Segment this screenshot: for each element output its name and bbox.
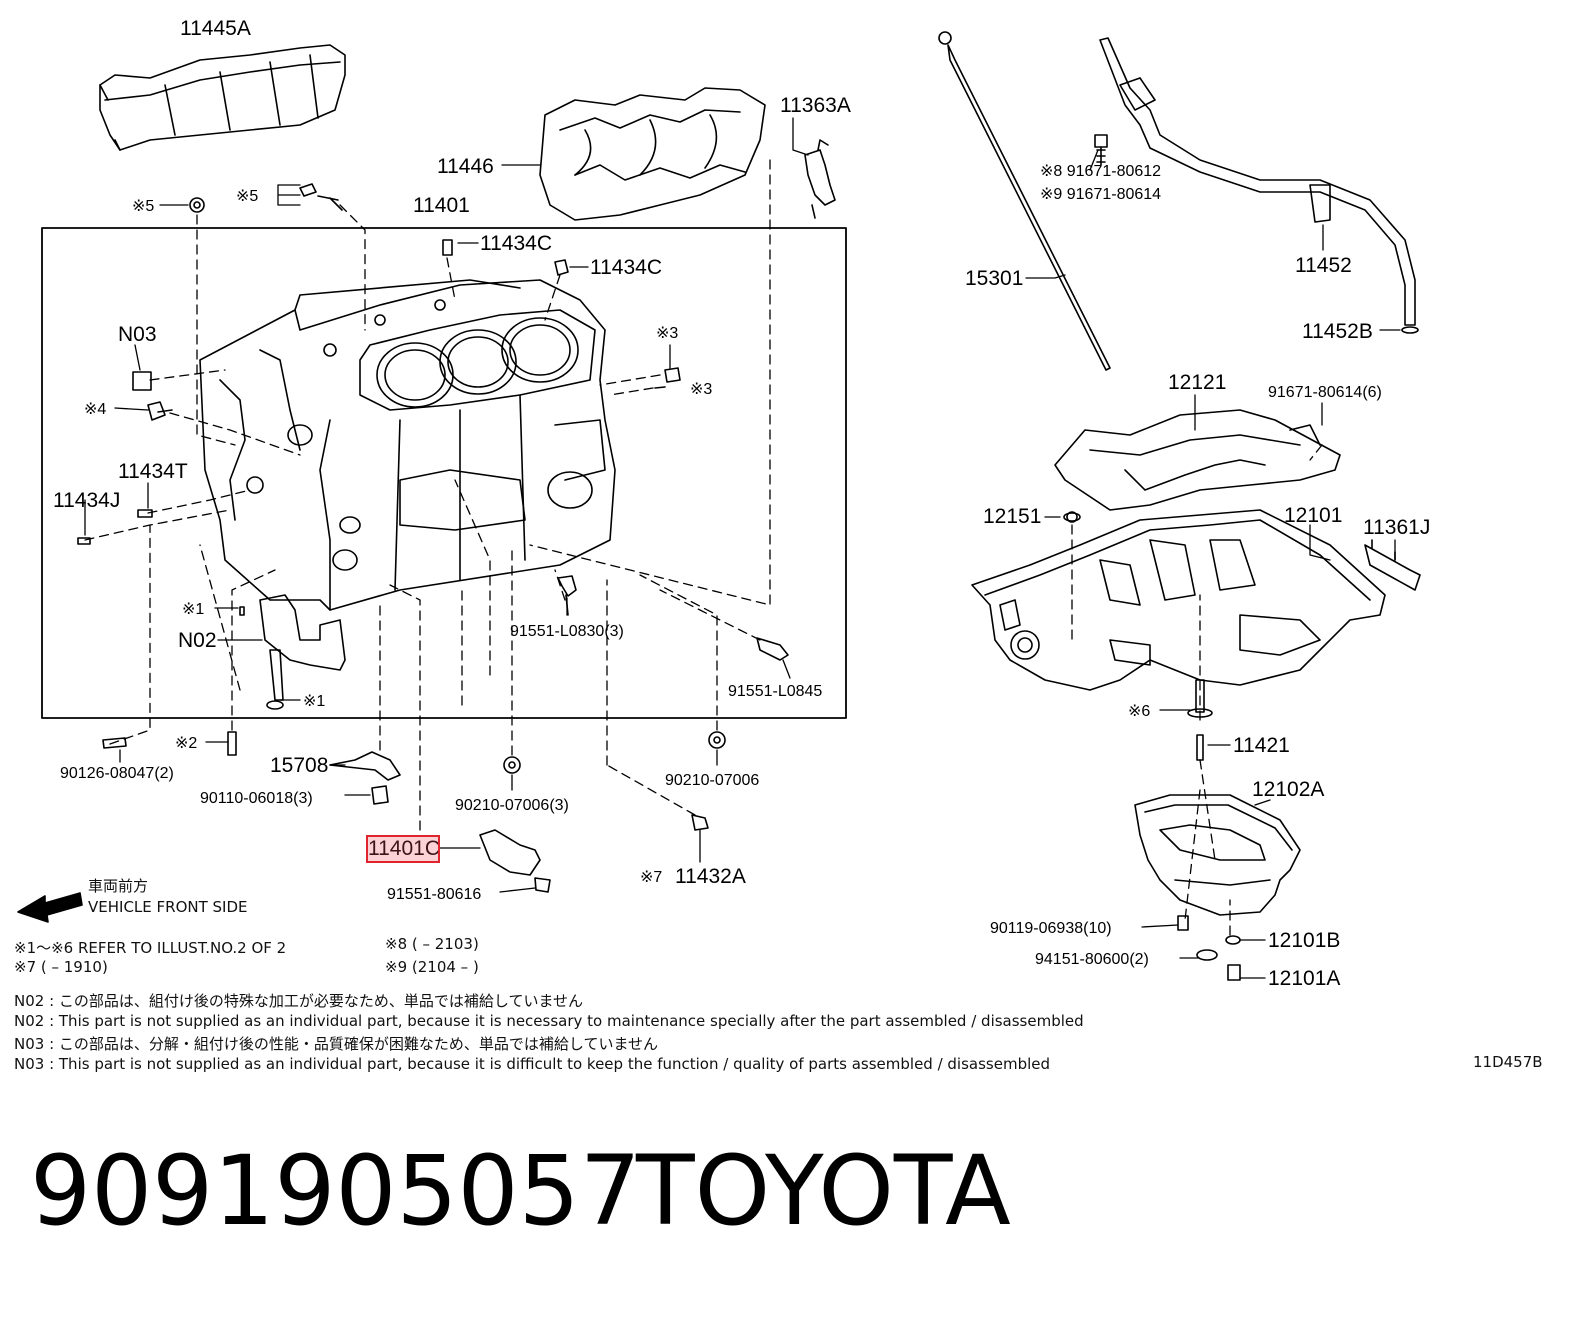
label-91551-80616: 91551-80616	[387, 886, 481, 903]
label-91671-80614-6: 91671-80614(6)	[1268, 384, 1382, 401]
dipstick-15301	[938, 31, 1111, 371]
cylinder-block-11401	[199, 279, 616, 611]
label-12151: 12151	[983, 505, 1041, 528]
label-11452: 11452	[1295, 254, 1352, 277]
label-x7: ※7	[640, 869, 662, 886]
insulator-11446	[539, 87, 766, 221]
small-fasteners	[77, 183, 789, 893]
label-11401C: 11401C	[368, 837, 440, 860]
label-91671-80612: ※8 91671-80612	[1040, 163, 1161, 180]
label-91671-80614: ※9 91671-80614	[1040, 186, 1161, 203]
label-11445A: 11445A	[180, 17, 251, 40]
label-11432A: 11432A	[675, 865, 746, 888]
bolt-91671-upper	[1094, 134, 1108, 166]
highlight-box	[366, 835, 440, 863]
note-n02-en: N02 : This part is not supplied as an in…	[14, 1012, 1084, 1030]
label-11434J: 11434J	[53, 489, 120, 512]
n03-part	[132, 371, 152, 391]
label-x5-a: ※5	[132, 198, 154, 215]
label-x2: ※2	[175, 735, 197, 752]
front-arrow-icon	[17, 892, 83, 923]
insulator-11445A	[99, 44, 346, 151]
front-label-jp: 車両前方	[88, 877, 149, 895]
note-n03-jp: N03 : この部品は、分解・組付け後の性能・品質確保が困難なため、単品では補給…	[14, 1035, 659, 1053]
front-label-en: VEHICLE FRONT SIDE	[88, 898, 248, 916]
label-x6: ※6	[1128, 703, 1150, 720]
ref-note-1: ※1～※6 REFER TO ILLUST.NO.2 OF 2	[14, 939, 287, 957]
label-x5-b: ※5	[236, 188, 258, 205]
leader-dashes	[84, 159, 1323, 936]
ref-note-8: ※8 ( – 2103)	[385, 935, 479, 953]
note-n02-jp: N02 : この部品は、組付け後の特殊な加工が必要なため、単品では補給していませ…	[14, 992, 584, 1010]
label-94151-80600: 94151-80600(2)	[1035, 951, 1149, 968]
label-11434C-2: 11434C	[590, 256, 662, 279]
label-11434C-1: 11434C	[480, 232, 552, 255]
label-91551-L0830: 91551-L0830(3)	[510, 623, 624, 640]
label-11421: 11421	[1233, 734, 1290, 757]
label-12121: 12121	[1168, 371, 1226, 394]
label-x3-b: ※3	[690, 381, 712, 398]
note-n03-en: N03 : This part is not supplied as an in…	[14, 1055, 1051, 1073]
label-12102A: 12102A	[1252, 778, 1324, 801]
label-N02: N02	[178, 629, 217, 652]
o-ring-12151	[1063, 512, 1081, 522]
bracket-11361J	[1364, 539, 1421, 591]
label-x1-a: ※1	[182, 601, 204, 618]
label-12101: 12101	[1284, 504, 1342, 527]
label-11361J: 11361J	[1363, 516, 1430, 539]
oil-pan-lower-12102A	[1134, 679, 1301, 981]
ref-note-9: ※9 (2104 – )	[385, 958, 479, 976]
label-x4: ※4	[84, 401, 106, 418]
block-group-frame	[41, 227, 847, 719]
label-x3-a: ※3	[656, 325, 678, 342]
label-90210-07006-3: 90210-07006(3)	[455, 797, 569, 814]
label-90126-08047: 90126-08047(2)	[60, 765, 174, 782]
label-12101B: 12101B	[1268, 929, 1340, 952]
label-90110-06018: 90110-06018(3)	[200, 790, 313, 807]
dipstick-guide-11452	[1099, 37, 1419, 334]
ref-note-7: ※7 ( – 1910)	[14, 958, 108, 976]
callout-labels: 11445A 11446 11363A 11401 11434C 11434C …	[53, 17, 1430, 990]
label-11401: 11401	[413, 194, 470, 217]
label-11434T: 11434T	[118, 460, 188, 483]
leader-lines	[84, 117, 1401, 979]
part-number: 9091905057	[30, 1135, 641, 1247]
bracket-11363A	[804, 139, 836, 219]
illustration-code: 11D457B	[1473, 1053, 1543, 1071]
label-11363A: 11363A	[780, 94, 851, 117]
baffle-plate-12121	[1054, 409, 1341, 511]
label-15301: 15301	[965, 267, 1023, 290]
brand-name: TOYOTA	[636, 1135, 1011, 1247]
label-90210-07006: 90210-07006	[665, 772, 759, 789]
label-12101A: 12101A	[1268, 967, 1340, 990]
label-x1-b: ※1	[303, 693, 325, 710]
label-90119-06938: 90119-06938(10)	[990, 920, 1112, 937]
label-N03: N03	[118, 323, 157, 346]
oil-pan-upper-12101	[971, 509, 1386, 691]
label-15708: 15708	[270, 754, 328, 777]
label-11452B: 11452B	[1302, 320, 1373, 343]
label-91551-L0845: 91551-L0845	[728, 683, 822, 700]
label-11446: 11446	[437, 155, 494, 178]
bearing-cap-N02	[259, 594, 346, 710]
